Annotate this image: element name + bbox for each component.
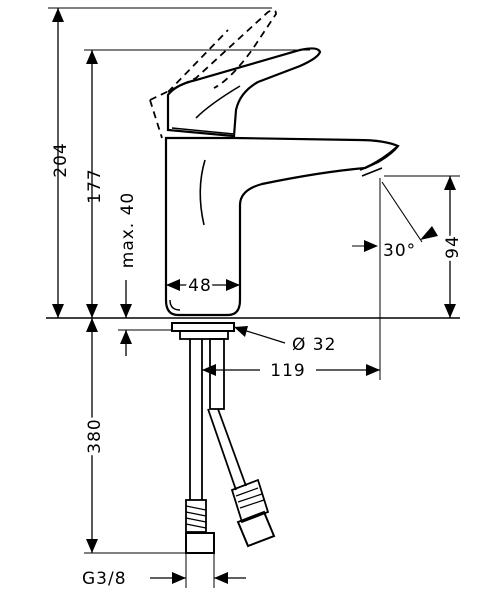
dim-diameter-label: Ø 32 (292, 335, 336, 355)
dim-30deg-label: 30° (383, 241, 416, 261)
dim-g38-label: G3/8 (82, 569, 127, 589)
dim-spout-height: 177 (84, 49, 310, 318)
dim-outlet-height: 94 (384, 175, 466, 318)
dim-177-label: 177 (85, 168, 105, 203)
lever-handle-open-position (149, 9, 277, 139)
dim-thread: G3/8 (82, 553, 246, 589)
dim-hole-diameter: Ø 32 (233, 326, 336, 355)
supply-hoses (185, 338, 276, 554)
dim-94-label: 94 (443, 235, 463, 259)
basin-line (46, 317, 460, 340)
dim-spout-reach: 119 (201, 178, 381, 381)
dim-380-label: 380 (85, 418, 105, 453)
dim-outlet-angle: 30° (352, 181, 438, 261)
dim-48-label: 48 (188, 276, 212, 296)
dim-total-height: 204 (48, 7, 272, 318)
dim-hose-length: 380 (82, 318, 188, 554)
dim-max40-label: max. 40 (118, 192, 138, 268)
dim-lever-clearance: max. 40 (118, 192, 172, 356)
dim-119-label: 119 (270, 361, 305, 381)
dim-body-width: 48 (166, 273, 240, 299)
faucet-body (164, 136, 400, 317)
dim-204-label: 204 (51, 142, 71, 177)
